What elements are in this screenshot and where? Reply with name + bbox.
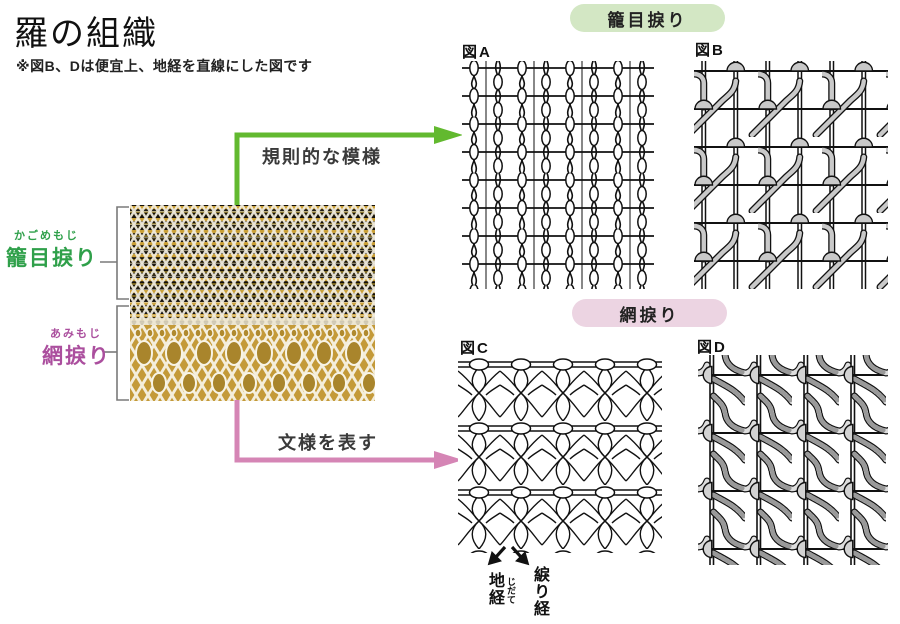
ami-label: 網捩り	[42, 345, 111, 368]
kagome-badge: 籠目捩り	[570, 4, 725, 32]
green-flow-label: 規則的な模様	[262, 147, 382, 167]
figure-c-diagram	[458, 357, 662, 553]
figure-b-diagram	[694, 61, 888, 289]
twist-warp-label: 綟り経	[531, 566, 548, 617]
page-title: 羅の組織	[14, 16, 158, 53]
ami-badge: 網捩り	[572, 299, 727, 327]
figure-d-label: 図D	[697, 339, 727, 356]
kagome-label: 籠目捩り	[6, 247, 98, 270]
pink-flow-arrow-icon	[234, 400, 463, 469]
figure-c-label: 図C	[460, 340, 490, 357]
green-flow-arrow-icon	[234, 126, 463, 205]
kagome-ruby-label: かごめもじ	[14, 230, 79, 242]
photo-brackets	[100, 206, 129, 401]
pink-flow-label: 文様を表す	[278, 433, 378, 453]
figure-b-label: 図B	[695, 42, 725, 59]
ami-ruby-label: あみもじ	[50, 328, 102, 340]
ground-warp-label: 地経	[486, 572, 503, 606]
warp-pointer-arrows-icon	[487, 545, 530, 566]
ground-warp-ruby: じだて	[506, 577, 516, 604]
page-note: ※図B、Dは便宜上、地経を直線にした図です	[16, 58, 313, 74]
figure-d-diagram	[698, 355, 888, 565]
figure-a-diagram	[462, 61, 654, 289]
fabric-photo	[130, 205, 375, 401]
figure-a-label: 図A	[462, 44, 492, 61]
